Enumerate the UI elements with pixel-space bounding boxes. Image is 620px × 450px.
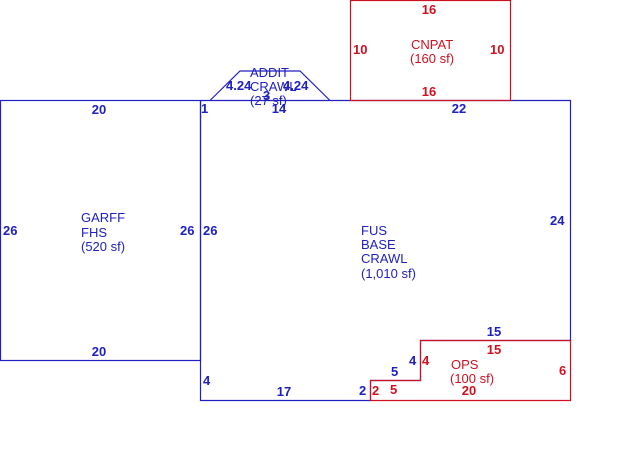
fus-name3: CRAWL bbox=[361, 251, 407, 266]
ops-dim-step: 5 bbox=[390, 382, 397, 397]
fus-dim-step-a: 2 bbox=[359, 383, 366, 398]
fus-dim-right: 24 bbox=[550, 213, 565, 228]
ops-dim-left-notch: 4 bbox=[422, 353, 430, 368]
fus-dim-step-c: 4 bbox=[409, 353, 417, 368]
garff-dim-left: 26 bbox=[3, 223, 17, 238]
fus-dim-bottom: 17 bbox=[277, 384, 291, 399]
garff-dim-top: 20 bbox=[92, 102, 106, 117]
fus-dim-step-b: 5 bbox=[391, 364, 398, 379]
fus-dim-top-right: 22 bbox=[452, 101, 466, 116]
garff-area: (520 sf) bbox=[81, 239, 125, 254]
fus-dim-left: 26 bbox=[203, 223, 217, 238]
fus-dim-bottom-left-side: 4 bbox=[203, 373, 211, 388]
ops-dim-top: 15 bbox=[487, 342, 501, 357]
cnpat-dim-top: 16 bbox=[422, 2, 436, 17]
fus-dim-step-top: 15 bbox=[487, 324, 501, 339]
fus-name2: BASE bbox=[361, 237, 396, 252]
addit-outline bbox=[209, 70, 331, 101]
fus-name1: FUS bbox=[361, 223, 387, 238]
ops-dim-bottom: 20 bbox=[462, 383, 476, 398]
ops-dim-small: 2 bbox=[372, 383, 379, 398]
cnpat-area: (160 sf) bbox=[410, 51, 454, 66]
addit-dim-mid: 3 bbox=[263, 88, 270, 103]
addit-name1: ADDIT bbox=[250, 65, 289, 80]
garff-dim-right: 26 bbox=[180, 223, 194, 238]
ops-area: (100 sf) bbox=[450, 371, 494, 386]
cnpat-outline bbox=[349, 0, 512, 102]
cnpat-dim-left: 10 bbox=[353, 42, 367, 57]
garff-name1: GARFF bbox=[81, 210, 125, 225]
cnpat-name: CNPAT bbox=[411, 37, 453, 52]
garff-dim-bottom: 20 bbox=[92, 344, 106, 359]
fus-area: (1,010 sf) bbox=[361, 266, 416, 281]
cnpat-dim-bottom: 16 bbox=[422, 84, 436, 99]
fus-dim-top-mid: 14 bbox=[272, 101, 287, 116]
addit-dim-left: 4.24 bbox=[226, 78, 252, 93]
ops-outline bbox=[369, 339, 572, 402]
cnpat-dim-right: 10 bbox=[490, 42, 504, 57]
addit-area: (27 sf) bbox=[250, 93, 287, 108]
addit-name2: CRAWL bbox=[250, 79, 296, 94]
garff-name2: FHS bbox=[81, 225, 107, 240]
fus-dim-top-left: 1 bbox=[201, 101, 208, 116]
addit-dim-right: 4.24 bbox=[283, 78, 309, 93]
ops-dim-right: 6 bbox=[559, 363, 566, 378]
ops-name: OPS bbox=[451, 357, 479, 372]
